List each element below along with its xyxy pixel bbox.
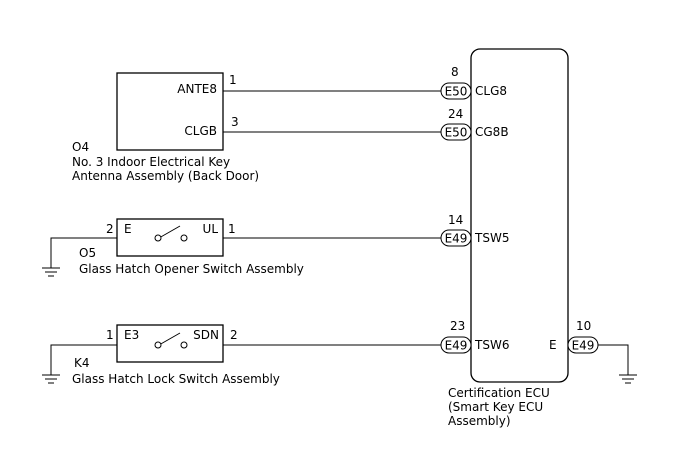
ecu-pin-tsw5: E49 14 TSW5 <box>440 213 509 247</box>
ecu-pin-number: 23 <box>450 319 465 333</box>
wire-ecu-ground <box>598 344 629 375</box>
ground-icon-lock <box>42 374 60 384</box>
certification-ecu-box <box>470 48 569 383</box>
ecu-name-line3: Assembly) <box>448 414 511 428</box>
lock-switch-left-label: E3 <box>124 328 139 342</box>
ecu-pin-number: 14 <box>448 213 463 227</box>
connector-e50-badge <box>440 123 472 141</box>
ecu-name-line2: (Smart Key ECU <box>448 400 543 414</box>
connector-code: E50 <box>445 85 468 99</box>
connector-code: E49 <box>445 339 468 353</box>
ground-icon-opener <box>42 267 60 277</box>
antenna-assembly-box <box>116 72 224 151</box>
ecu-pin-label: CLG8 <box>475 84 507 98</box>
ground-icon-ecu <box>619 374 637 384</box>
ecu-pin-clg8: E50 8 CLG8 <box>440 65 507 100</box>
opener-switch-contact-left <box>154 234 162 242</box>
ecu-pin-label: E <box>549 338 557 352</box>
lock-switch-right-label: SDN <box>193 328 219 342</box>
lock-switch-contact-left <box>154 341 162 349</box>
ecu-pin-number: 24 <box>448 107 463 121</box>
connector-e49-badge <box>440 229 472 247</box>
lock-switch-name: Glass Hatch Lock Switch Assembly <box>72 372 280 386</box>
connector-e49-badge <box>440 336 472 354</box>
ecu-pin-label: CG8B <box>475 125 509 139</box>
lock-switch-ref: K4 <box>74 356 90 370</box>
connector-code: E50 <box>445 126 468 140</box>
lock-switch-pin-left-number: 1 <box>106 328 114 342</box>
opener-switch-box <box>116 218 224 257</box>
opener-switch-left-label: E <box>124 222 132 236</box>
opener-switch-name: Glass Hatch Opener Switch Assembly <box>79 262 304 276</box>
ecu-pin-label: TSW5 <box>474 231 509 245</box>
antenna-pin-ante8-label: ANTE8 <box>177 82 217 96</box>
ecu-name-line1: Certification ECU <box>448 386 550 400</box>
connector-e50-badge <box>440 82 472 100</box>
lock-switch-pin-right-number: 2 <box>230 328 238 342</box>
antenna-pin-3-number: 3 <box>231 115 239 129</box>
opener-switch-pin-left-number: 2 <box>106 222 114 236</box>
lock-switch-box <box>116 324 224 363</box>
opener-switch-ref: O5 <box>79 246 96 260</box>
connector-code: E49 <box>572 339 595 353</box>
connector-code: E49 <box>445 232 468 246</box>
antenna-ref: O4 <box>72 140 89 154</box>
antenna-pin-clgb-label: CLGB <box>184 124 217 138</box>
lock-switch-contact-right <box>180 341 188 349</box>
antenna-pin-1-number: 1 <box>229 73 237 87</box>
ecu-pin-tsw6: E49 23 TSW6 <box>440 319 509 354</box>
opener-switch-blade <box>158 225 181 239</box>
ecu-pin-label: TSW6 <box>474 338 509 352</box>
lock-switch-blade <box>158 332 181 346</box>
wire-lock-ground <box>50 344 117 375</box>
opener-switch-pin-right-number: 1 <box>228 222 236 236</box>
opener-switch-contact-right <box>180 234 188 242</box>
ecu-pin-cg8b: E50 24 CG8B <box>440 107 509 141</box>
antenna-name-line2: Antenna Assembly (Back Door) <box>72 169 259 183</box>
ecu-pin-number: 10 <box>576 319 591 333</box>
opener-switch-right-label: UL <box>203 222 219 236</box>
antenna-name-line1: No. 3 Indoor Electrical Key <box>72 155 230 169</box>
wire-opener-ground <box>50 237 117 268</box>
ecu-pin-number: 8 <box>451 65 459 79</box>
